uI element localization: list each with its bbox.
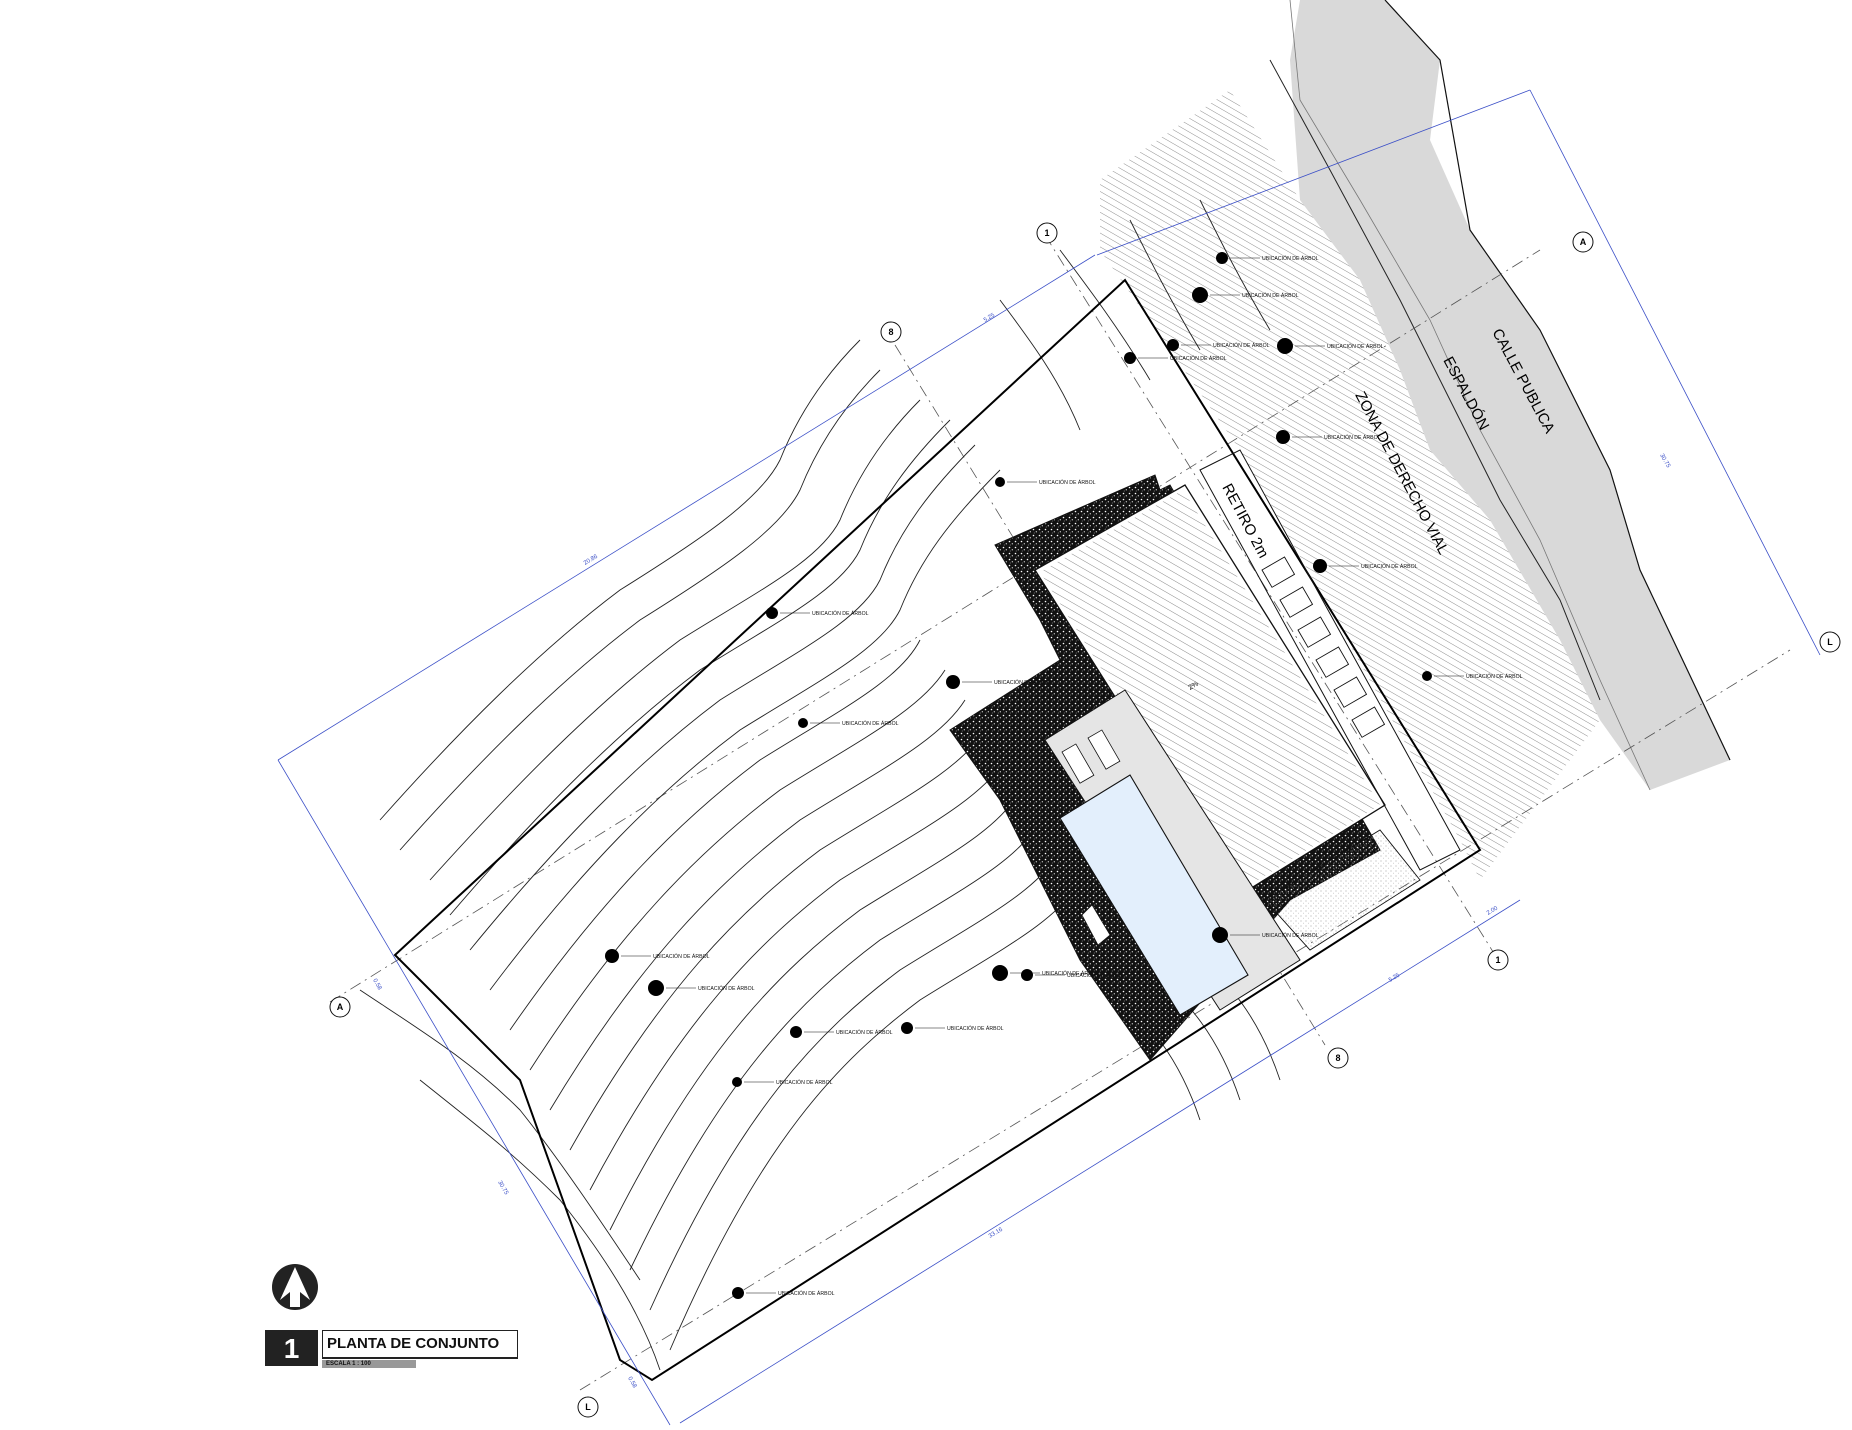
public-road <box>1290 0 1730 790</box>
sun-loungers <box>1061 729 1121 784</box>
tree-marker <box>766 607 778 619</box>
svg-text:1: 1 <box>1044 228 1049 238</box>
slope-arrow-label: 2% <box>1188 681 1200 692</box>
tree-marker <box>1216 252 1228 264</box>
road-center-line <box>1289 0 1651 791</box>
tree-label: UBICACIÓN DE ÁRBOL <box>947 1025 1004 1032</box>
tree-marker <box>946 675 960 689</box>
tree-marker <box>798 718 808 728</box>
road-edge-line <box>1384 0 1731 761</box>
dim-setback: 2.00 <box>1486 905 1500 916</box>
dim-seg-bottom: 5.25 <box>1388 972 1402 983</box>
axis-bubble-1-top: 1 <box>1036 222 1058 244</box>
axis-bubble-L-left: L <box>577 1396 599 1418</box>
tree-label: UBICACIÓN DE ÁRBOL <box>698 985 755 992</box>
setback-strip <box>1199 449 1461 871</box>
axis-bubble-8-bottom: 8 <box>1327 1047 1349 1069</box>
tree-marker <box>1212 927 1228 943</box>
tree-label: UBICACIÓN DE ÁRBOL <box>1039 479 1096 486</box>
tree-marker <box>1422 671 1432 681</box>
dimension-lines <box>277 89 1821 1426</box>
shoulder-line <box>1269 59 1601 701</box>
tree-marker <box>790 1026 802 1038</box>
tree-label: UBICACIÓN DE ÁRBOL <box>1242 292 1299 299</box>
tree-marker <box>732 1287 744 1299</box>
dim-small-a: 0.58 <box>371 978 382 992</box>
svg-text:L: L <box>585 1402 591 1412</box>
axis-bubble-A-left: A <box>329 996 351 1018</box>
tree-marker <box>1192 287 1208 303</box>
north-arrow-icon <box>270 1262 320 1317</box>
tree-label: UBICACIÓN DE ÁRBOL <box>842 720 899 727</box>
dim-top: 20.86 <box>583 553 600 566</box>
drawing-scale: ESCALA 1 : 100 <box>322 1360 416 1368</box>
tree-label: UBICACIÓN DE ÁRBOL <box>1170 355 1227 362</box>
dim-left: 30.75 <box>496 1180 509 1197</box>
tree-marker <box>1313 559 1327 573</box>
house-roof-hatch <box>1040 490 1380 890</box>
axis-bubble-1-bottom: 1 <box>1487 949 1509 971</box>
swimming-pool <box>1059 774 1249 1016</box>
axis-line-L <box>579 649 1791 1391</box>
dim-right: 30.75 <box>1658 453 1671 470</box>
patio-area <box>1264 829 1421 951</box>
tree-marker <box>901 1022 913 1034</box>
svg-text:8: 8 <box>888 327 893 337</box>
svg-text:8: 8 <box>1335 1053 1340 1063</box>
parking-slots <box>1261 556 1386 738</box>
tree-label: UBICACIÓN DE ÁRBOL <box>776 1079 833 1086</box>
property-boundary <box>393 278 1482 1382</box>
drawing-title: PLANTA DE CONJUNTO <box>322 1330 518 1358</box>
tree-marker <box>732 1077 742 1087</box>
tree-label: UBICACIÓN DE ÁRBOL <box>1262 255 1319 262</box>
drawing-number: 1 <box>265 1330 318 1366</box>
tree-label: UBICACIÓN DE ÁRBOL <box>1324 434 1381 441</box>
tree-label: UBICACIÓN DE ÁRBOL <box>1067 972 1124 979</box>
tree-marker <box>1167 339 1179 351</box>
tree-label: UBICACIÓN DE ÁRBOL <box>653 953 710 960</box>
tree-marker <box>995 477 1005 487</box>
tree-marker <box>1021 969 1033 981</box>
tree-label: UBICACIÓN DE ÁRBOL <box>778 1290 835 1297</box>
tree-label: UBICACIÓN DE ÁRBOL <box>1361 563 1418 570</box>
right-of-way-hatch <box>1100 90 1600 880</box>
tree-marker <box>605 949 619 963</box>
axis-bubble-A-right: A <box>1572 231 1594 253</box>
axis-bubble-8-top: 8 <box>880 321 902 343</box>
tree-label: UBICACIÓN DE ÁRBOL <box>836 1029 893 1036</box>
axis-line-1 <box>1044 234 1496 956</box>
svg-text:L: L <box>1827 637 1833 647</box>
tree-marker <box>1277 338 1293 354</box>
title-underline <box>322 1358 518 1359</box>
dim-bottom: 33.16 <box>988 1226 1005 1239</box>
svg-text:A: A <box>1580 237 1587 247</box>
dim-small-l: 0.58 <box>626 1376 637 1390</box>
tree-label: UBICACIÓN DE ÁRBOL <box>1327 343 1384 350</box>
tree-label: UBICACIÓN DE ÁRBOL <box>1262 932 1319 939</box>
title-block: 1 PLANTA DE CONJUNTO ESCALA 1 : 100 <box>265 1330 565 1382</box>
axis-line-A <box>329 249 1541 1003</box>
tree-marker <box>1124 352 1136 364</box>
axis-bubble-L-right: L <box>1819 631 1841 653</box>
planter <box>1081 904 1111 946</box>
dim-seg-top: 5.25 <box>983 312 997 323</box>
tree-marker <box>992 965 1008 981</box>
tree-marker <box>1276 430 1290 444</box>
tree-label: UBICACIÓN DE ÁRBOL <box>1042 970 1099 977</box>
tree-label: UBICACIÓN DE ÁRBOL <box>1213 342 1270 349</box>
svg-text:1: 1 <box>1495 955 1500 965</box>
tree-label: UBICACIÓN DE ÁRBOL <box>994 679 1051 686</box>
tree-label: UBICACIÓN DE ÁRBOL <box>812 610 869 617</box>
tree-marker <box>648 980 664 996</box>
tree-label: UBICACIÓN DE ÁRBOL <box>1466 673 1523 680</box>
svg-text:A: A <box>337 1002 344 1012</box>
